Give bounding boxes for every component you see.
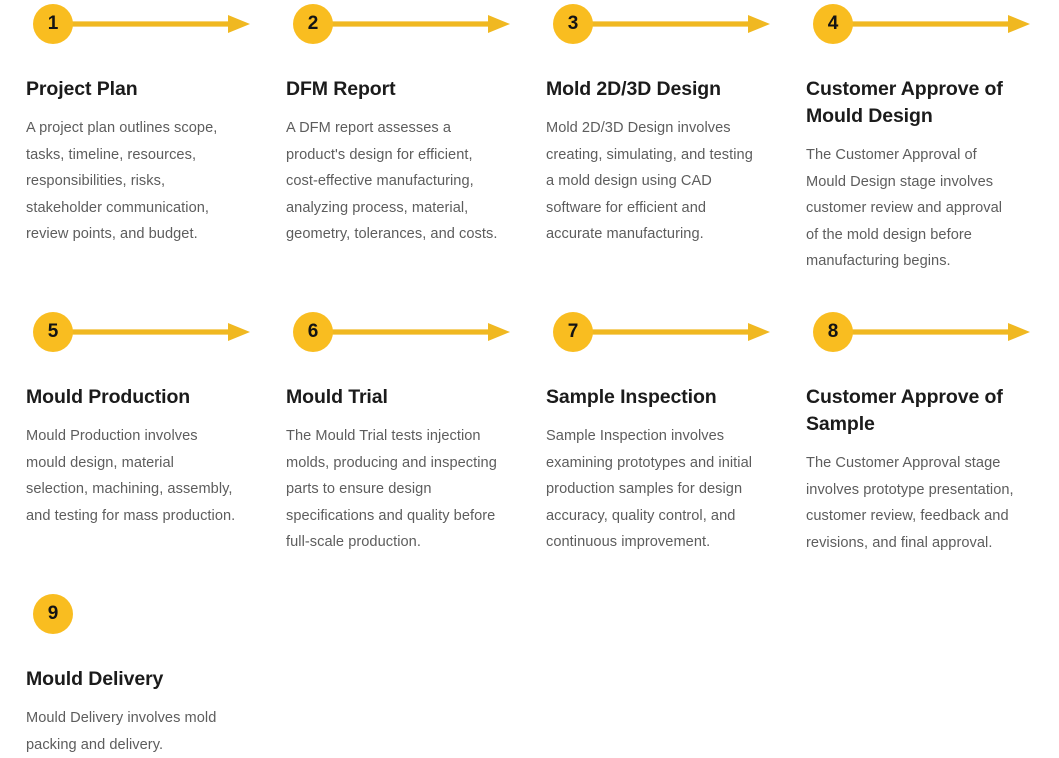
step-text-block-6: Mould Trial The Mould Trial tests inject… (260, 356, 520, 556)
flow-arrow-icon-3 (580, 13, 770, 35)
step-description-9: Mould Delivery involves mold packing and… (26, 710, 217, 753)
step-marker-row-4: 4 (780, 0, 1040, 48)
flow-arrow-icon-5 (60, 321, 250, 343)
process-step-5: 5 Mould Production Mould Production invo… (0, 308, 260, 529)
step-marker-row-7: 7 (520, 308, 780, 356)
step-text-block-2: DFM Report A DFM report assesses a produ… (260, 48, 520, 248)
step-number-badge-2: 2 (293, 4, 333, 44)
step-title-4: Customer Approve of Mould Design (806, 78, 1003, 127)
step-text-block-3: Mold 2D/3D Design Mold 2D/3D Design invo… (520, 48, 780, 248)
step-description-8: The Customer Approval stage involves pro… (806, 455, 1014, 551)
step-title-3: Mold 2D/3D Design (546, 78, 721, 100)
step-text-block-7: Sample Inspection Sample Inspection invo… (520, 356, 780, 556)
flow-arrow-icon-6 (320, 321, 510, 343)
flow-arrow-icon-1 (60, 13, 250, 35)
step-description-3: Mold 2D/3D Design involves creating, sim… (546, 120, 753, 242)
step-number-badge-6: 6 (293, 312, 333, 352)
flow-arrow-icon-2 (320, 13, 510, 35)
process-step-8: 8 Customer Approve of Sample The Custome… (780, 308, 1040, 556)
step-description-7: Sample Inspection involves examining pro… (546, 428, 753, 550)
step-marker-row-8: 8 (780, 308, 1040, 356)
step-number-badge-5: 5 (33, 312, 73, 352)
step-title-5: Mould Production (26, 386, 191, 408)
step-number-badge-1: 1 (33, 4, 73, 44)
step-number-badge-3: 3 (553, 4, 593, 44)
step-description-1: A project plan outlines scope, tasks, ti… (26, 120, 218, 242)
step-description-5: Mould Production involves mould design, … (26, 428, 236, 524)
step-number-badge-7: 7 (553, 312, 593, 352)
process-step-2: 2 DFM Report A DFM report assesses a pro… (260, 0, 520, 248)
step-number-badge-4: 4 (813, 4, 853, 44)
step-number-badge-9: 9 (33, 594, 73, 634)
step-marker-row-1: 1 (0, 0, 260, 48)
step-marker-row-5: 5 (0, 308, 260, 356)
step-title-8: Customer Approve of Sample (806, 386, 1003, 435)
step-description-4: The Customer Approval of Mould Design st… (806, 147, 1003, 269)
process-step-9: 9 Mould Delivery Mould Delivery involves… (0, 590, 260, 758)
process-step-1: 1 Project Plan A project plan outlines s… (0, 0, 260, 248)
process-step-3: 3 Mold 2D/3D Design Mold 2D/3D Design in… (520, 0, 780, 248)
flow-arrow-icon-7 (580, 321, 770, 343)
step-marker-row-2: 2 (260, 0, 520, 48)
step-text-block-4: Customer Approve of Mould Design The Cus… (780, 48, 1040, 275)
step-title-6: Mould Trial (286, 386, 388, 408)
flow-arrow-icon-4 (840, 13, 1030, 35)
process-step-7: 7 Sample Inspection Sample Inspection in… (520, 308, 780, 556)
step-description-6: The Mould Trial tests injection molds, p… (286, 428, 497, 550)
flow-arrow-icon-8 (840, 321, 1030, 343)
step-marker-row-3: 3 (520, 0, 780, 48)
process-step-4: 4 Customer Approve of Mould Design The C… (780, 0, 1040, 275)
step-title-9: Mould Delivery (26, 668, 164, 690)
step-number-badge-8: 8 (813, 312, 853, 352)
step-title-1: Project Plan (26, 78, 138, 100)
step-title-7: Sample Inspection (546, 386, 717, 408)
step-marker-row-6: 6 (260, 308, 520, 356)
process-step-6: 6 Mould Trial The Mould Trial tests inje… (260, 308, 520, 556)
step-text-block-9: Mould Delivery Mould Delivery involves m… (0, 638, 260, 758)
step-marker-row-9: 9 (0, 590, 260, 638)
step-text-block-1: Project Plan A project plan outlines sco… (0, 48, 260, 248)
step-text-block-5: Mould Production Mould Production involv… (0, 356, 260, 529)
step-text-block-8: Customer Approve of Sample The Customer … (780, 356, 1040, 556)
step-title-2: DFM Report (286, 78, 396, 100)
step-description-2: A DFM report assesses a product's design… (286, 120, 498, 242)
